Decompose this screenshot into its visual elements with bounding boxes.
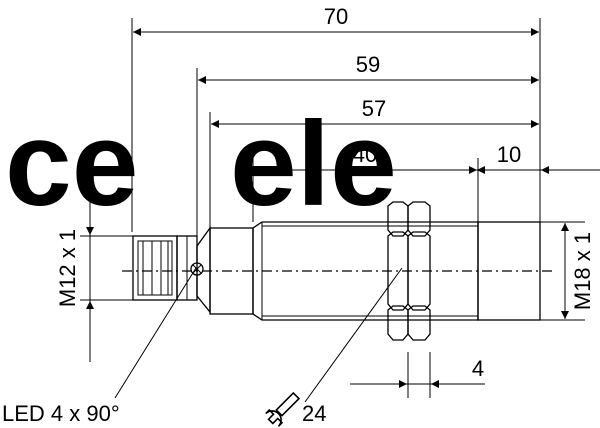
leader-lines <box>114 267 403 403</box>
wrench-icon <box>265 391 301 427</box>
dim-overall-length: 70 <box>324 4 348 29</box>
dim-length-to-led: 59 <box>356 52 380 77</box>
dim-housing-thread: M18 x 1 <box>570 232 595 310</box>
wrench-size: 24 <box>302 401 326 426</box>
hex-nut <box>387 201 431 341</box>
dim-thread-length: 40 <box>353 142 377 167</box>
dim-sensing-face-length: 10 <box>497 142 521 167</box>
svg-text:ele: ele <box>230 97 397 231</box>
led-callout: LED 4 x 90° <box>2 401 120 426</box>
dim-nut-thickness: 4 <box>472 356 484 381</box>
dim-connector-thread: M12 x 1 <box>55 229 80 307</box>
dimension-lines <box>86 28 600 388</box>
watermark: ce ele <box>5 97 397 231</box>
dim-length-to-collar: 57 <box>362 96 386 121</box>
svg-text:ce: ce <box>5 97 138 231</box>
